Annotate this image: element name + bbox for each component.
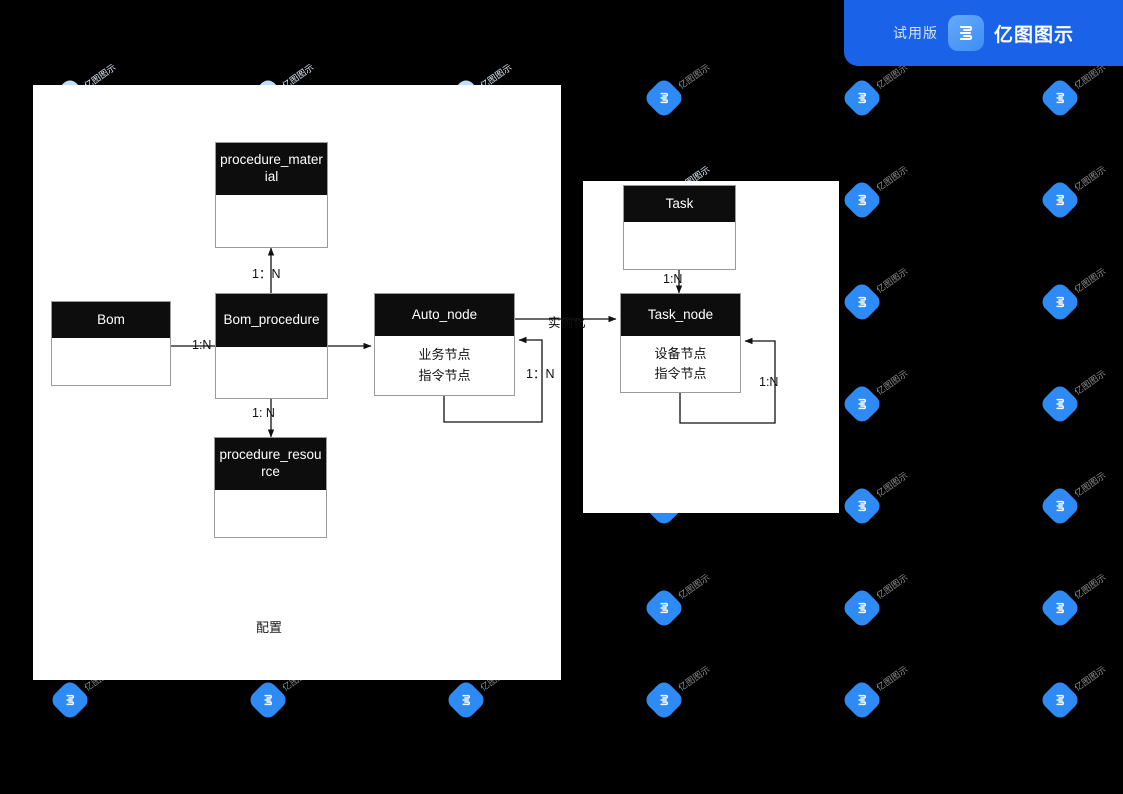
watermark: 亿图图示: [1038, 664, 1121, 722]
edge-label-autonode-tasknode: 实例化: [548, 316, 586, 330]
watermark-text: 亿图图示: [874, 164, 910, 194]
edraw-logo-icon: [840, 586, 884, 630]
watermark-text: 亿图图示: [1072, 164, 1108, 194]
watermark: 亿图图示: [246, 664, 329, 722]
watermark: 亿图图示: [642, 62, 725, 120]
entity-procedure-material[interactable]: procedure_material: [215, 142, 328, 248]
watermark: 亿图图示: [840, 266, 923, 324]
watermark-text: 亿图图示: [874, 266, 910, 296]
watermark-text: 亿图图示: [874, 664, 910, 694]
watermark: 亿图图示: [1038, 470, 1121, 528]
entity-row: 设备节点: [654, 345, 707, 361]
watermark-text: 亿图图示: [1072, 368, 1108, 398]
entity-body: [216, 195, 327, 247]
panel-config-caption: 配置: [256, 620, 283, 635]
watermark-text: 亿图图示: [1072, 470, 1108, 500]
edraw-logo-icon: [840, 484, 884, 528]
watermark: 亿图图示: [1038, 62, 1121, 120]
edraw-logo-icon: [1038, 178, 1082, 222]
edraw-logo-icon: [840, 678, 884, 722]
entity-title: Bom: [52, 302, 170, 338]
trial-banner[interactable]: 试用版 亿图图示: [844, 0, 1123, 66]
edraw-logo-icon: [444, 678, 488, 722]
edge-label-bomprocedure-procedureresource: 1: N: [252, 406, 275, 420]
entity-task[interactable]: Task: [623, 185, 736, 270]
watermark-text: 亿图图示: [1072, 664, 1108, 694]
edge-label-task-tasknode: 1:N: [663, 272, 683, 286]
watermark: 亿图图示: [642, 664, 725, 722]
edraw-logo-icon: [246, 678, 290, 722]
watermark: 亿图图示: [1038, 266, 1121, 324]
edge-label-bomprocedure-procedurematerial: 1：N: [252, 267, 281, 281]
entity-row: 指令节点: [418, 367, 471, 383]
edraw-logo-icon: [642, 76, 686, 120]
entity-body: [216, 347, 327, 398]
brand-name: 亿图图示: [993, 24, 1074, 46]
edge-label-bom-bomprocedure: 1:N: [192, 338, 212, 352]
edraw-logo-icon: [840, 280, 884, 324]
watermark-text: 亿图图示: [676, 664, 712, 694]
entity-bom[interactable]: Bom: [51, 301, 171, 386]
entity-title: procedure_material: [216, 143, 327, 195]
entity-body: [52, 338, 170, 385]
edraw-logo-icon: [642, 678, 686, 722]
edraw-logo-icon: [1038, 382, 1082, 426]
watermark-text: 亿图图示: [1072, 572, 1108, 602]
entity-title: Bom_procedure: [216, 294, 327, 347]
edraw-logo-icon: [1038, 76, 1082, 120]
edraw-logo-icon: [48, 678, 92, 722]
watermark: 亿图图示: [840, 368, 923, 426]
entity-body: 设备节点 指令节点: [621, 336, 740, 392]
edraw-logo-icon: [840, 178, 884, 222]
entity-title: Task: [624, 186, 735, 222]
entity-body: [624, 222, 735, 269]
watermark: 亿图图示: [1038, 164, 1121, 222]
watermark: 亿图图示: [840, 664, 923, 722]
edraw-logo-icon: [1038, 280, 1082, 324]
edraw-logo-icon: [840, 382, 884, 426]
watermark: 亿图图示: [840, 470, 923, 528]
entity-task-node[interactable]: Task_node 设备节点 指令节点: [620, 293, 741, 393]
watermark: 亿图图示: [840, 62, 923, 120]
entity-title: procedure_resource: [215, 438, 326, 490]
watermark-text: 亿图图示: [1072, 266, 1108, 296]
watermark-text: 亿图图示: [676, 62, 712, 92]
watermark: 亿图图示: [48, 664, 131, 722]
edge-label-tasknode-self: 1:N: [759, 375, 779, 389]
watermark-text: 亿图图示: [676, 572, 712, 602]
watermark: 亿图图示: [444, 664, 527, 722]
watermark: 亿图图示: [1038, 572, 1121, 630]
watermark: 亿图图示: [840, 572, 923, 630]
watermark: 亿图图示: [642, 572, 725, 630]
watermark: 亿图图示: [1038, 368, 1121, 426]
watermark-text: 亿图图示: [874, 572, 910, 602]
edraw-logo-icon: [840, 76, 884, 120]
entity-title: Auto_node: [375, 294, 514, 336]
entity-auto-node[interactable]: Auto_node 业务节点 指令节点: [374, 293, 515, 396]
edraw-logo-icon: [1038, 586, 1082, 630]
entity-title: Task_node: [621, 294, 740, 336]
watermark-text: 亿图图示: [874, 470, 910, 500]
entity-row: 业务节点: [418, 347, 471, 363]
edge-label-autonode-self: 1：N: [526, 367, 555, 381]
watermark-text: 亿图图示: [874, 368, 910, 398]
trial-label: 试用版: [892, 25, 938, 41]
edraw-logo-icon: [642, 586, 686, 630]
entity-body: 业务节点 指令节点: [375, 336, 514, 395]
entity-body: [215, 490, 326, 537]
entity-procedure-resource[interactable]: procedure_resource: [214, 437, 327, 538]
watermark: 亿图图示: [840, 164, 923, 222]
edraw-logo-icon: [1038, 678, 1082, 722]
entity-bom-procedure[interactable]: Bom_procedure: [215, 293, 328, 399]
entity-row: 指令节点: [654, 366, 707, 381]
edraw-logo-icon: [947, 15, 984, 51]
edraw-logo-icon: [1038, 484, 1082, 528]
